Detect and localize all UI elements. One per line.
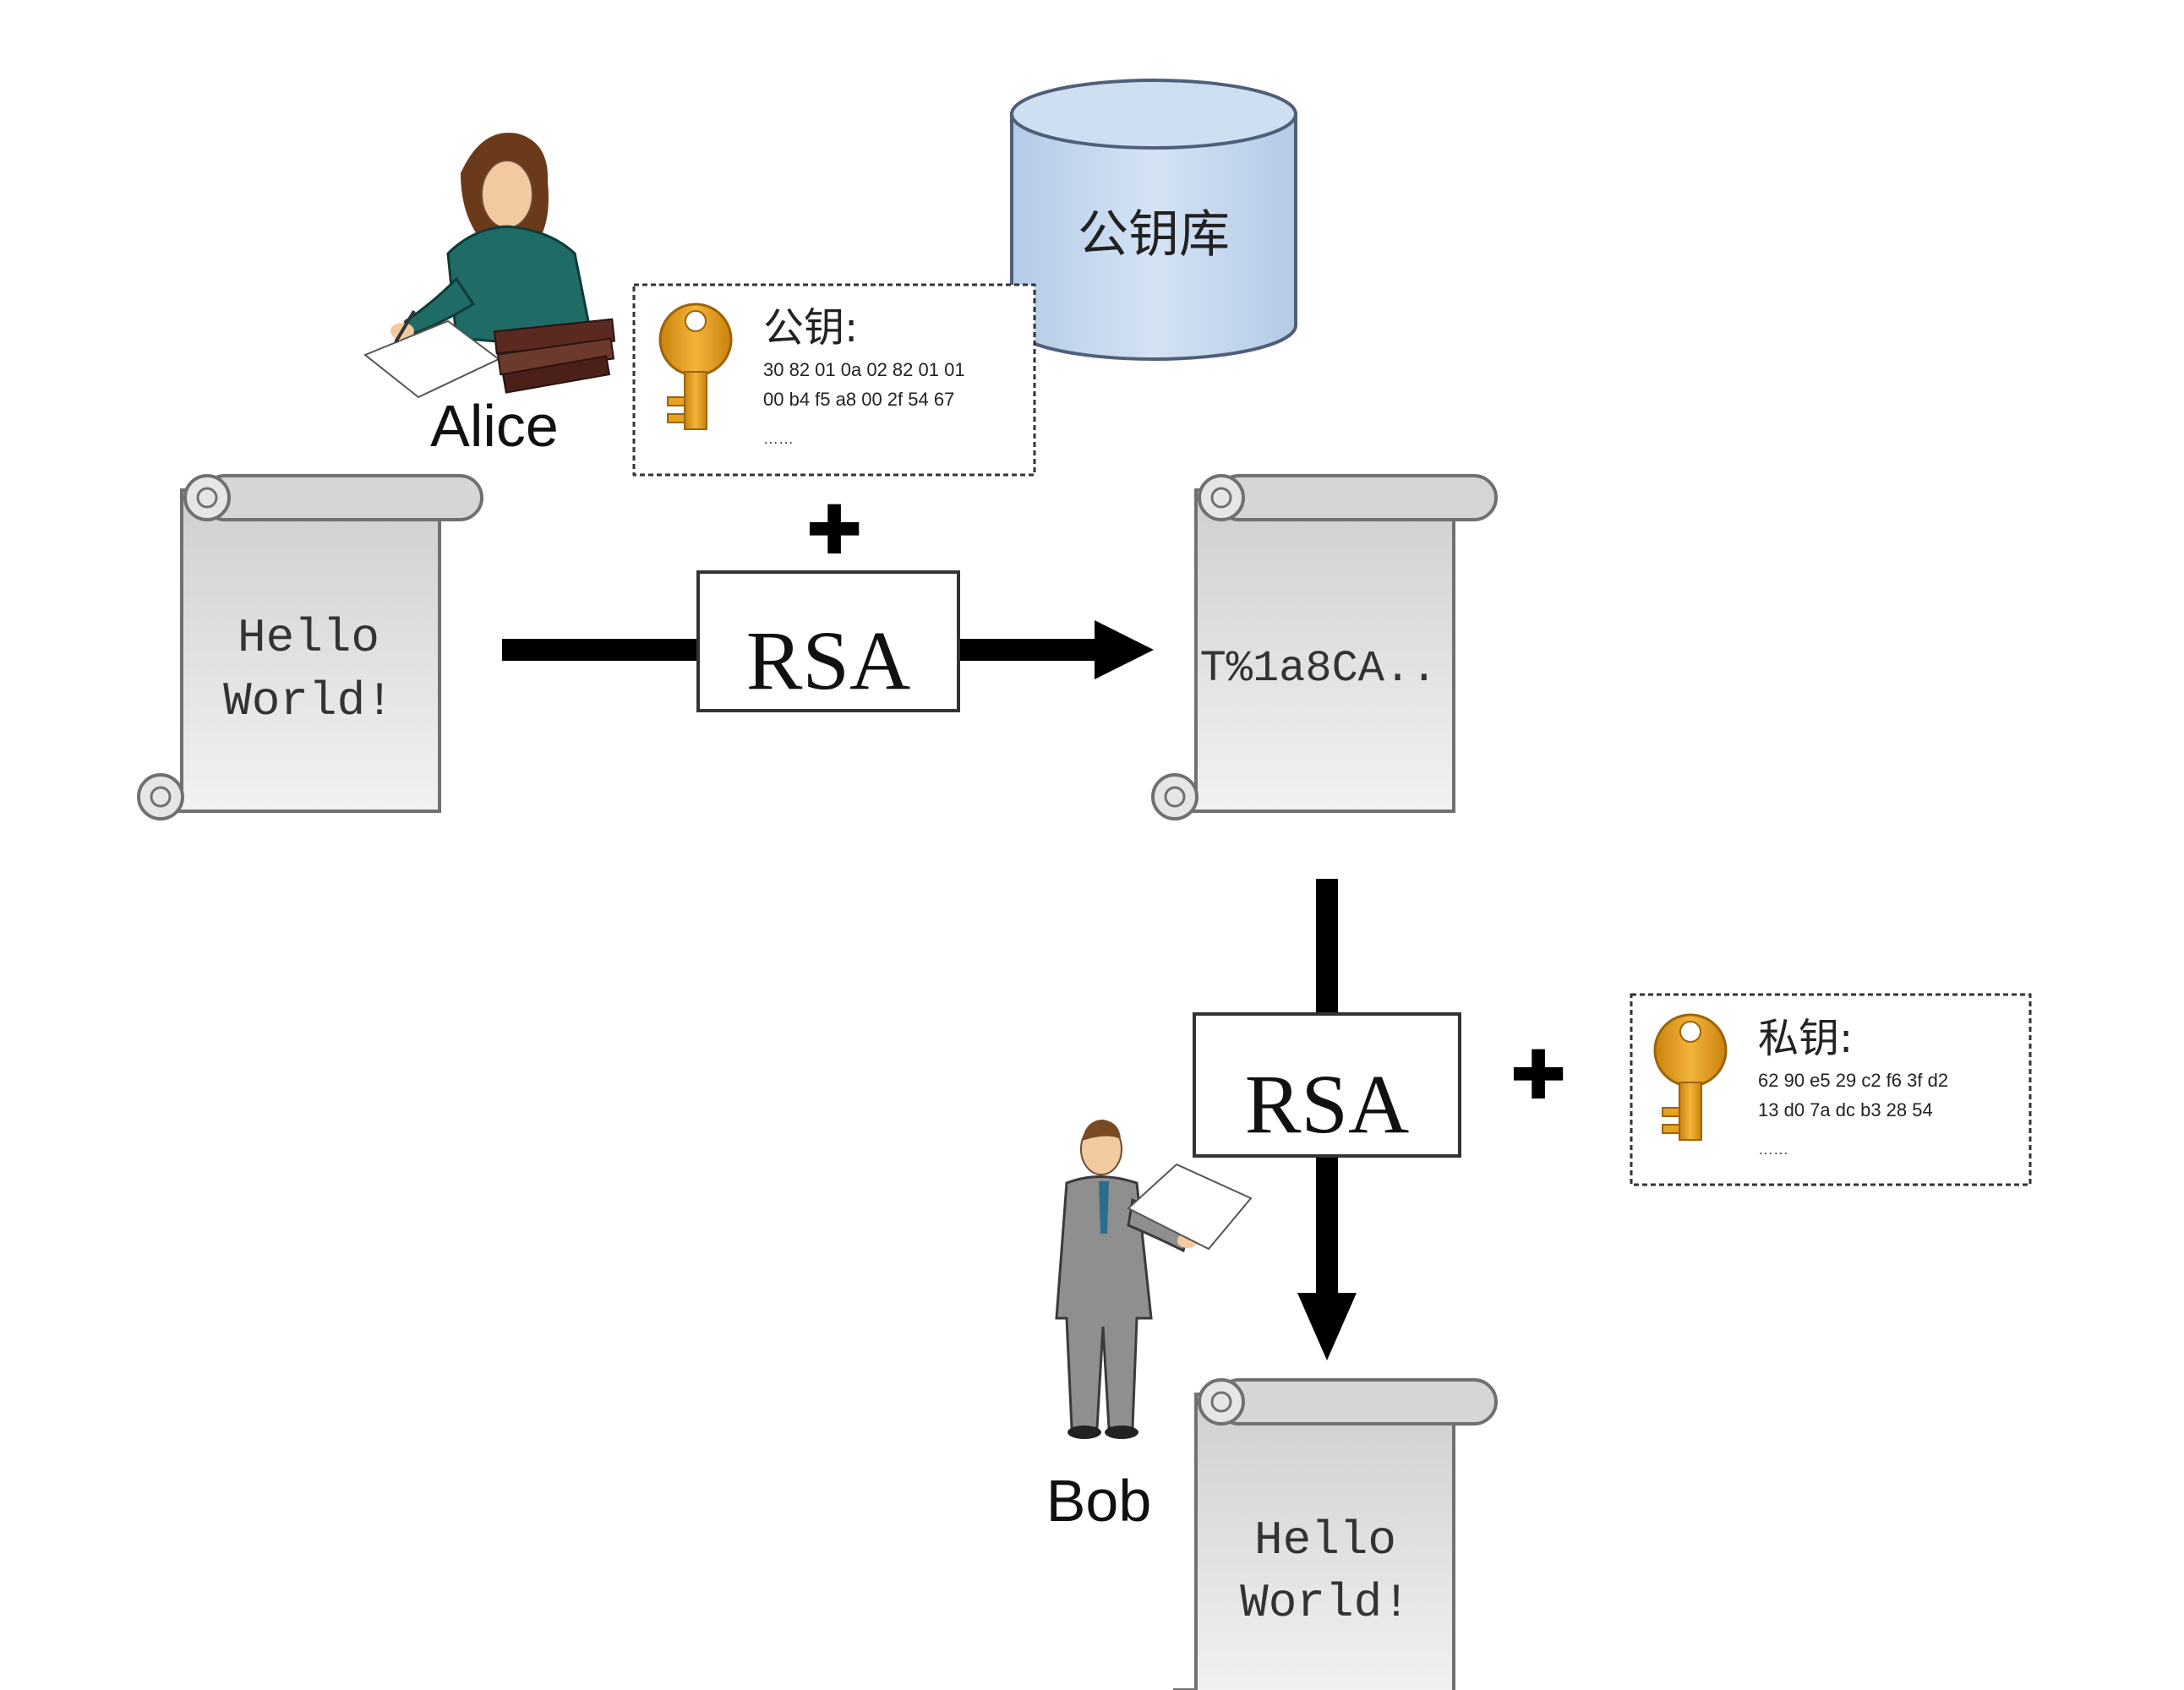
plus-icon-decrypt: ✚ bbox=[1510, 1038, 1566, 1113]
public-key-ellipsis: …… bbox=[763, 430, 794, 447]
public-key-title: 公钥: bbox=[763, 304, 858, 352]
encrypt-arrow bbox=[502, 620, 1154, 679]
public-key-icon bbox=[658, 303, 733, 430]
public-key-store-cylinder: 公钥库 bbox=[1010, 79, 1297, 361]
decrypted-scroll: Hello World! bbox=[1173, 1378, 1498, 1690]
plaintext-line-1: Hello bbox=[238, 611, 379, 665]
alice-name: Alice bbox=[430, 393, 559, 459]
decrypted-line-1: Hello bbox=[1254, 1513, 1396, 1567]
private-key-icon bbox=[1653, 1013, 1728, 1141]
rsa-encrypt-label: RSA bbox=[746, 613, 911, 707]
decrypted-line-2: World! bbox=[1240, 1576, 1411, 1630]
public-key-line-2: 00 b4 f5 a8 00 2f 54 67 bbox=[763, 389, 954, 410]
public-key-card: 公钥: 30 82 01 0a 02 82 01 01 00 b4 f5 a8 … bbox=[632, 283, 1036, 477]
ciphertext-scroll: T%1a8CA.. bbox=[1151, 474, 1498, 820]
bob-avatar bbox=[1055, 1120, 1253, 1439]
rsa-decrypt-label: RSA bbox=[1245, 1057, 1410, 1151]
private-key-line-1: 62 90 e5 29 c2 f6 3f d2 bbox=[1758, 1070, 1948, 1091]
public-key-line-1: 30 82 01 0a 02 82 01 01 bbox=[763, 359, 965, 380]
private-key-line-2: 13 d0 7a dc b3 28 54 bbox=[1758, 1099, 1933, 1120]
private-key-title: 私钥: bbox=[1758, 1015, 1853, 1062]
plaintext-scroll: Hello World! bbox=[137, 474, 483, 820]
key-store-label: 公钥库 bbox=[1078, 205, 1230, 264]
ciphertext-text: T%1a8CA.. bbox=[1200, 644, 1438, 694]
rsa-decrypt-box: RSA bbox=[1193, 1012, 1461, 1158]
bob-name: Bob bbox=[1046, 1468, 1152, 1534]
decrypt-arrow bbox=[1297, 879, 1357, 1360]
rsa-encrypt-box: RSA bbox=[696, 570, 960, 712]
plaintext-line-2: World! bbox=[223, 674, 394, 728]
private-key-ellipsis: …… bbox=[1758, 1141, 1788, 1158]
alice-avatar bbox=[363, 132, 616, 399]
plus-icon-encrypt: ✚ bbox=[805, 493, 862, 568]
private-key-card: 私钥: 62 90 e5 29 c2 f6 3f d2 13 d0 7a dc … bbox=[1630, 993, 2032, 1186]
